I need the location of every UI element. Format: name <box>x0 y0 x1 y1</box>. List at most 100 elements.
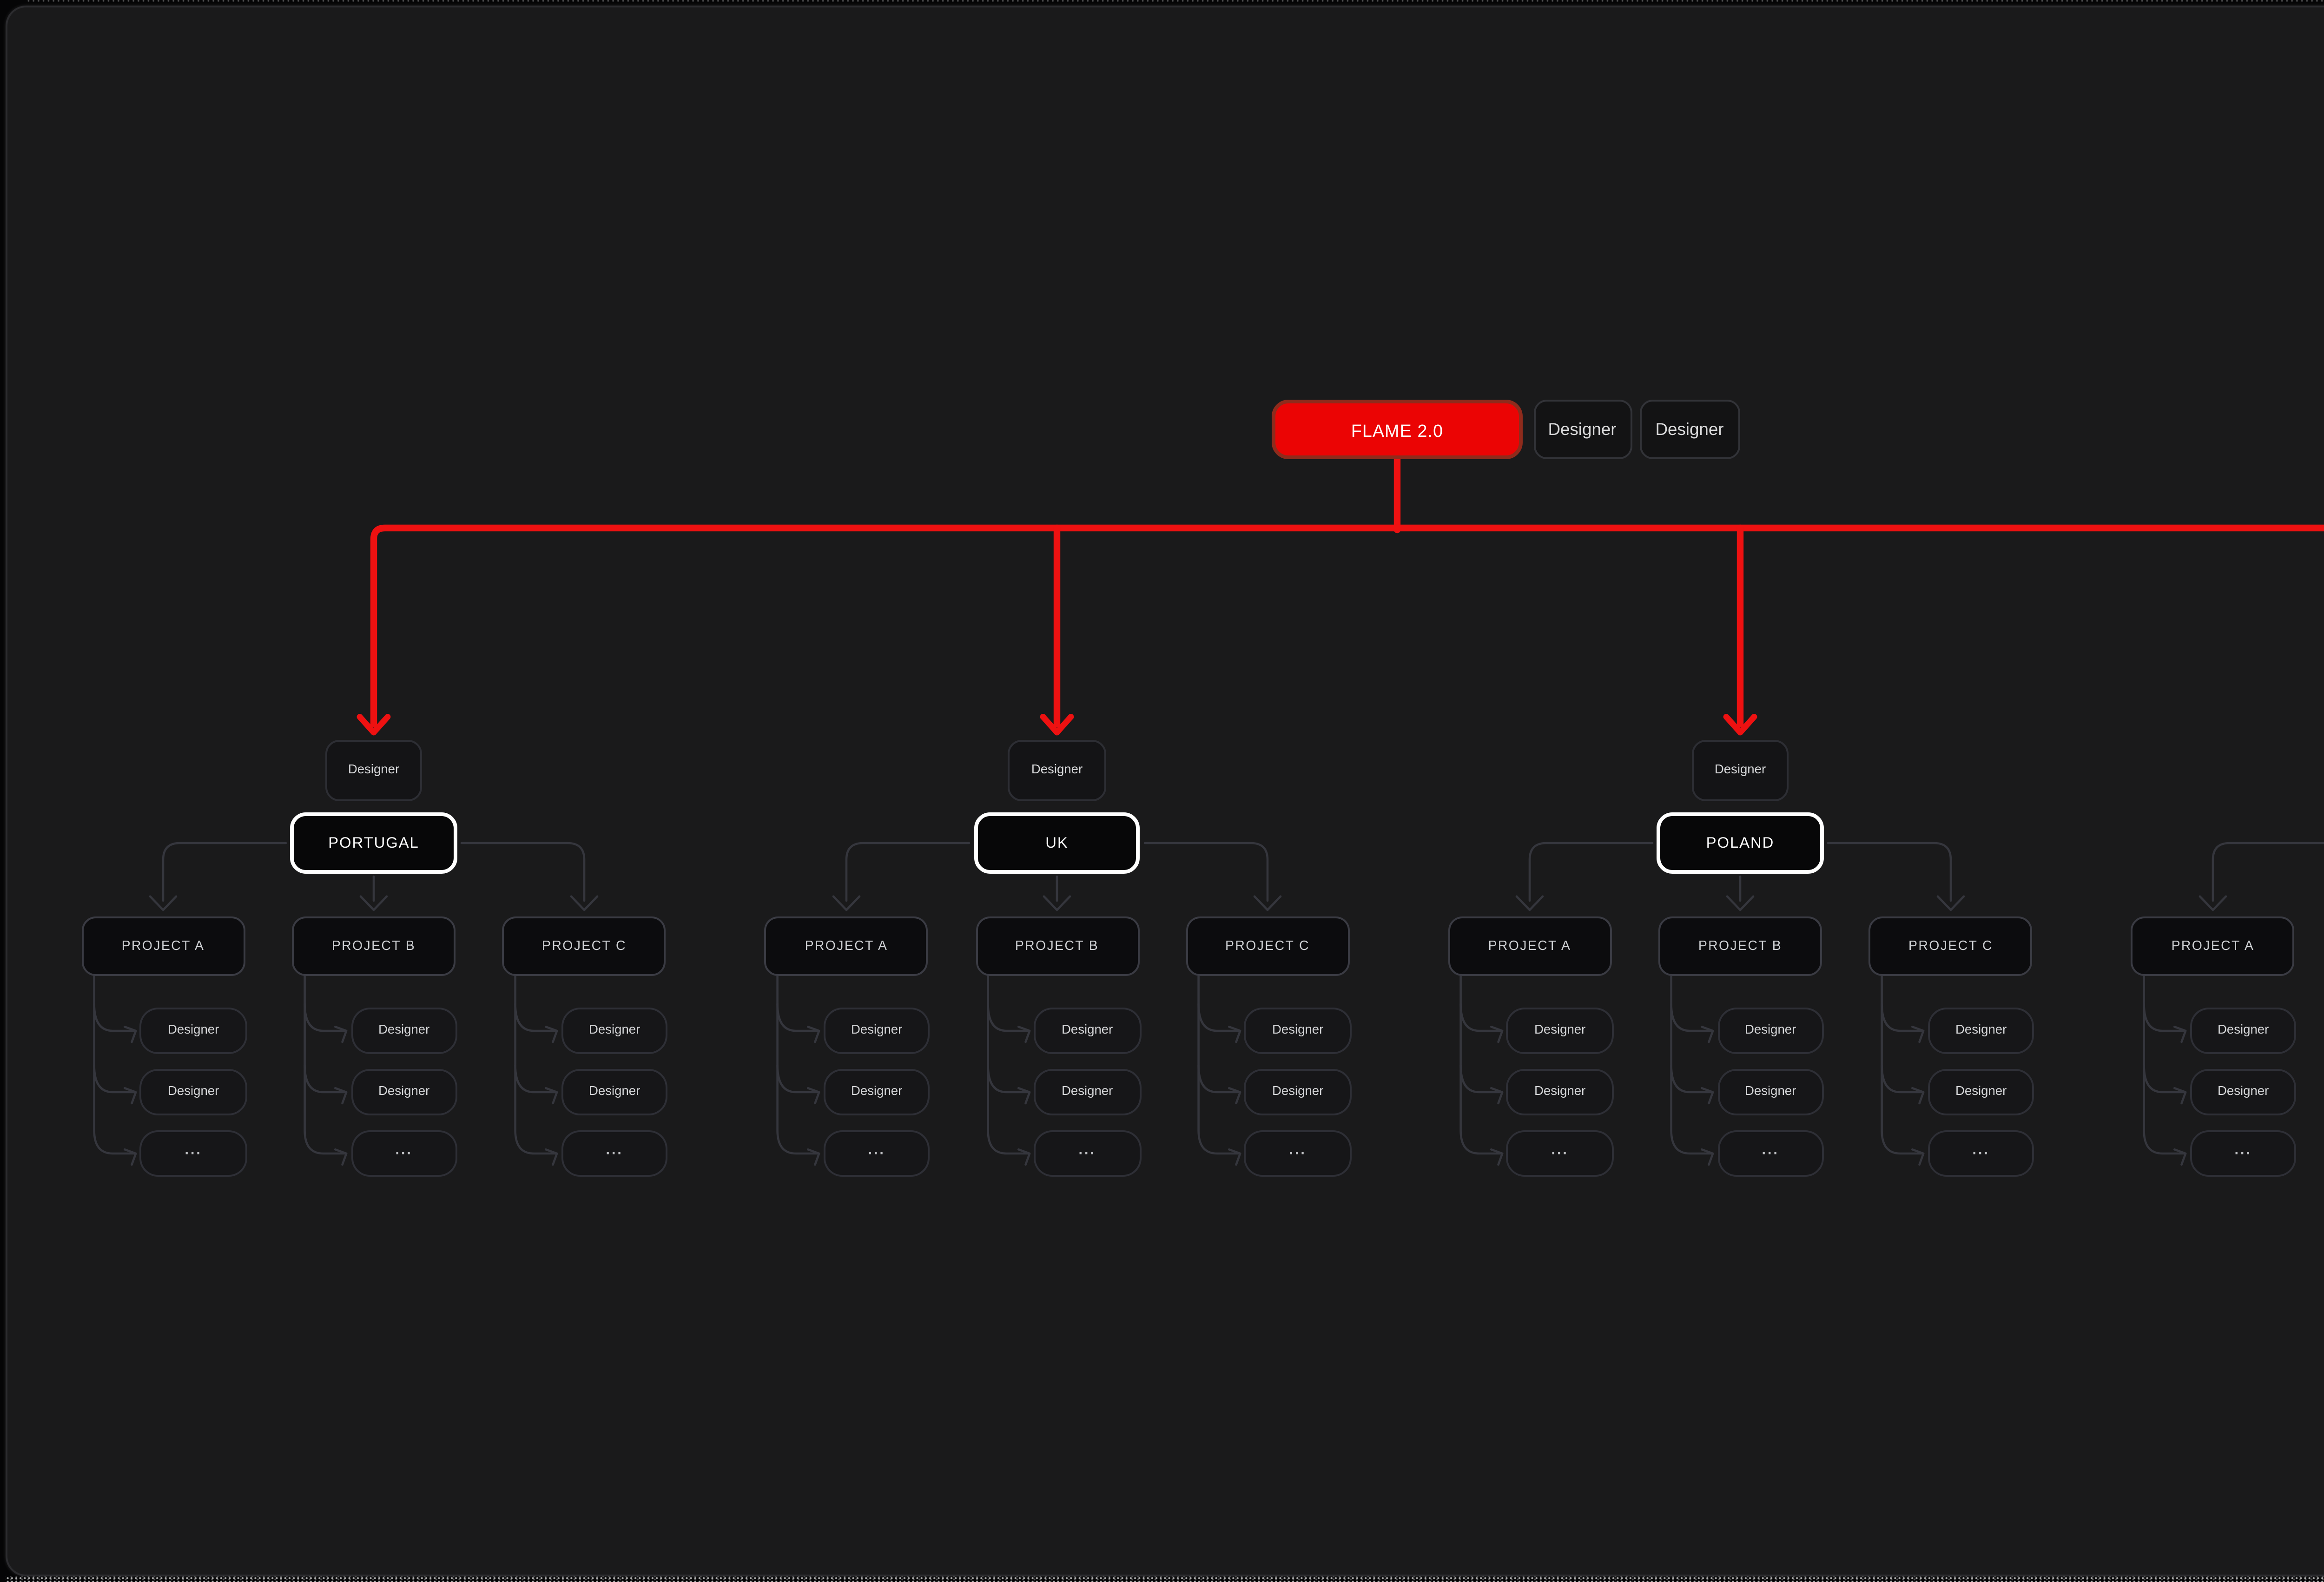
member-chevron-arrowhead <box>2173 1087 2187 1105</box>
member-node[interactable]: Designer <box>1717 1068 1824 1114</box>
project-member-branch <box>514 1002 556 1032</box>
project-node-label: PROJECT A <box>2171 939 2255 954</box>
project-node[interactable]: PROJECT A <box>765 916 928 976</box>
flame-root-node[interactable]: FLAME 2.0 <box>1272 400 1523 459</box>
root-designer-node[interactable]: Designer <box>1640 400 1739 459</box>
member-chevron-arrowhead <box>1228 1026 1241 1043</box>
branch-designer-node[interactable]: Designer <box>325 740 423 800</box>
red-arrowhead <box>1040 714 1074 736</box>
member-chevron-arrowhead <box>2173 1148 2187 1166</box>
project-member-branch <box>304 1064 346 1094</box>
member-chevron-arrowhead <box>1490 1087 1504 1105</box>
member-node[interactable]: Designer <box>823 1068 931 1114</box>
gray-arrowhead <box>1726 895 1755 911</box>
project-node[interactable]: PROJECT A <box>81 916 245 976</box>
project-members-rail <box>514 975 556 1155</box>
member-node[interactable]: Designer <box>561 1007 668 1053</box>
member-node[interactable]: Designer <box>1506 1068 1614 1114</box>
root-designer-node[interactable]: Designer <box>1533 400 1631 459</box>
member-node[interactable]: Designer <box>823 1007 931 1053</box>
member-node-ellipsis-label: ... <box>1289 1140 1307 1157</box>
country-to-project-a-wire <box>162 842 287 902</box>
gray-arrowhead <box>832 895 861 911</box>
member-node-label: Designer <box>2218 1085 2269 1098</box>
member-chevron-arrowhead <box>1228 1087 1241 1105</box>
member-node[interactable]: Designer <box>140 1007 247 1053</box>
project-node[interactable]: PROJECT A <box>1448 916 1611 976</box>
member-node-label: Designer <box>168 1023 219 1036</box>
country-to-project-c-wire <box>1827 842 1952 902</box>
member-node-ellipsis-label: ... <box>1762 1140 1779 1157</box>
project-node[interactable]: PROJECT C <box>1186 916 1349 976</box>
member-node[interactable]: Designer <box>1034 1007 1141 1053</box>
red-arrowhead <box>1723 714 1757 736</box>
project-member-branch <box>987 1002 1029 1032</box>
member-node[interactable]: Designer <box>1928 1068 2035 1114</box>
project-node-label: PROJECT C <box>1225 939 1310 954</box>
project-member-branch <box>304 1002 346 1032</box>
gray-arrowhead <box>359 895 388 911</box>
member-node[interactable]: Designer <box>1034 1068 1141 1114</box>
gray-arrowhead <box>2199 895 2227 911</box>
member-chevron-arrowhead <box>1490 1148 1504 1166</box>
member-node-ellipsis[interactable]: ... <box>1506 1129 1614 1176</box>
member-node-ellipsis-label: ... <box>868 1140 885 1157</box>
country-node-portugal[interactable]: PORTUGAL <box>290 812 457 874</box>
member-node-ellipsis-label: ... <box>1078 1140 1096 1157</box>
member-node-ellipsis[interactable]: ... <box>561 1129 668 1176</box>
country-node-uk[interactable]: UK <box>974 812 1140 874</box>
member-chevron-arrowhead <box>123 1026 137 1043</box>
country-node-poland[interactable]: POLAND <box>1657 812 1823 874</box>
member-node-ellipsis[interactable]: ... <box>823 1129 931 1176</box>
member-node[interactable]: Designer <box>1244 1068 1352 1114</box>
branch-designer-node-label: Designer <box>1031 764 1083 777</box>
member-node[interactable]: Designer <box>1244 1007 1352 1053</box>
project-members-rail <box>1197 975 1240 1155</box>
member-node-ellipsis[interactable]: ... <box>1717 1129 1824 1176</box>
project-members-rail <box>776 975 819 1155</box>
project-node[interactable]: PROJECT B <box>292 916 456 976</box>
member-node-ellipsis[interactable]: ... <box>1928 1129 2035 1176</box>
member-chevron-arrowhead <box>806 1148 820 1166</box>
member-node-label: Designer <box>1955 1085 2007 1098</box>
country-to-project-a-wire <box>845 842 971 902</box>
root-designer-node-label: Designer <box>1655 420 1724 439</box>
country-to-project-a-wire <box>1528 842 1654 902</box>
member-node-ellipsis[interactable]: ... <box>1244 1129 1352 1176</box>
branch-designer-node[interactable]: Designer <box>1691 740 1789 800</box>
member-node-label: Designer <box>378 1085 430 1098</box>
member-node-ellipsis[interactable]: ... <box>350 1129 458 1176</box>
member-node-label: Designer <box>378 1023 430 1036</box>
member-node[interactable]: Designer <box>350 1007 458 1053</box>
member-node[interactable]: Designer <box>2190 1007 2297 1053</box>
project-members-rail <box>2143 975 2185 1155</box>
member-node[interactable]: Designer <box>1717 1007 1824 1053</box>
project-member-branch <box>2143 1064 2185 1094</box>
member-node[interactable]: Designer <box>1506 1007 1614 1053</box>
branch-designer-node[interactable]: Designer <box>1008 740 1106 800</box>
member-node-label: Designer <box>851 1085 903 1098</box>
member-chevron-arrowhead <box>1228 1148 1241 1166</box>
member-node-ellipsis-label: ... <box>1551 1140 1569 1157</box>
member-node-label: Designer <box>2218 1023 2269 1036</box>
member-node[interactable]: Designer <box>350 1068 458 1114</box>
project-node[interactable]: PROJECT B <box>1658 916 1822 976</box>
member-node[interactable]: Designer <box>140 1068 247 1114</box>
member-node[interactable]: Designer <box>1928 1007 2035 1053</box>
member-node-ellipsis[interactable]: ... <box>2190 1129 2297 1176</box>
member-chevron-arrowhead <box>1700 1026 1714 1043</box>
member-node-ellipsis[interactable]: ... <box>1034 1129 1141 1176</box>
member-chevron-arrowhead <box>123 1087 137 1105</box>
project-node[interactable]: PROJECT C <box>502 916 666 976</box>
project-node[interactable]: PROJECT C <box>1869 916 2033 976</box>
project-node[interactable]: PROJECT A <box>2131 916 2295 976</box>
member-chevron-arrowhead <box>1911 1148 1925 1166</box>
member-node[interactable]: Designer <box>561 1068 668 1114</box>
bottom-noise-band <box>6 1575 2324 1582</box>
member-chevron-arrowhead <box>123 1148 137 1166</box>
member-node-ellipsis[interactable]: ... <box>140 1129 247 1176</box>
project-member-branch <box>987 1064 1029 1094</box>
member-chevron-arrowhead <box>1017 1026 1031 1043</box>
member-node[interactable]: Designer <box>2190 1068 2297 1114</box>
project-node[interactable]: PROJECT B <box>975 916 1139 976</box>
